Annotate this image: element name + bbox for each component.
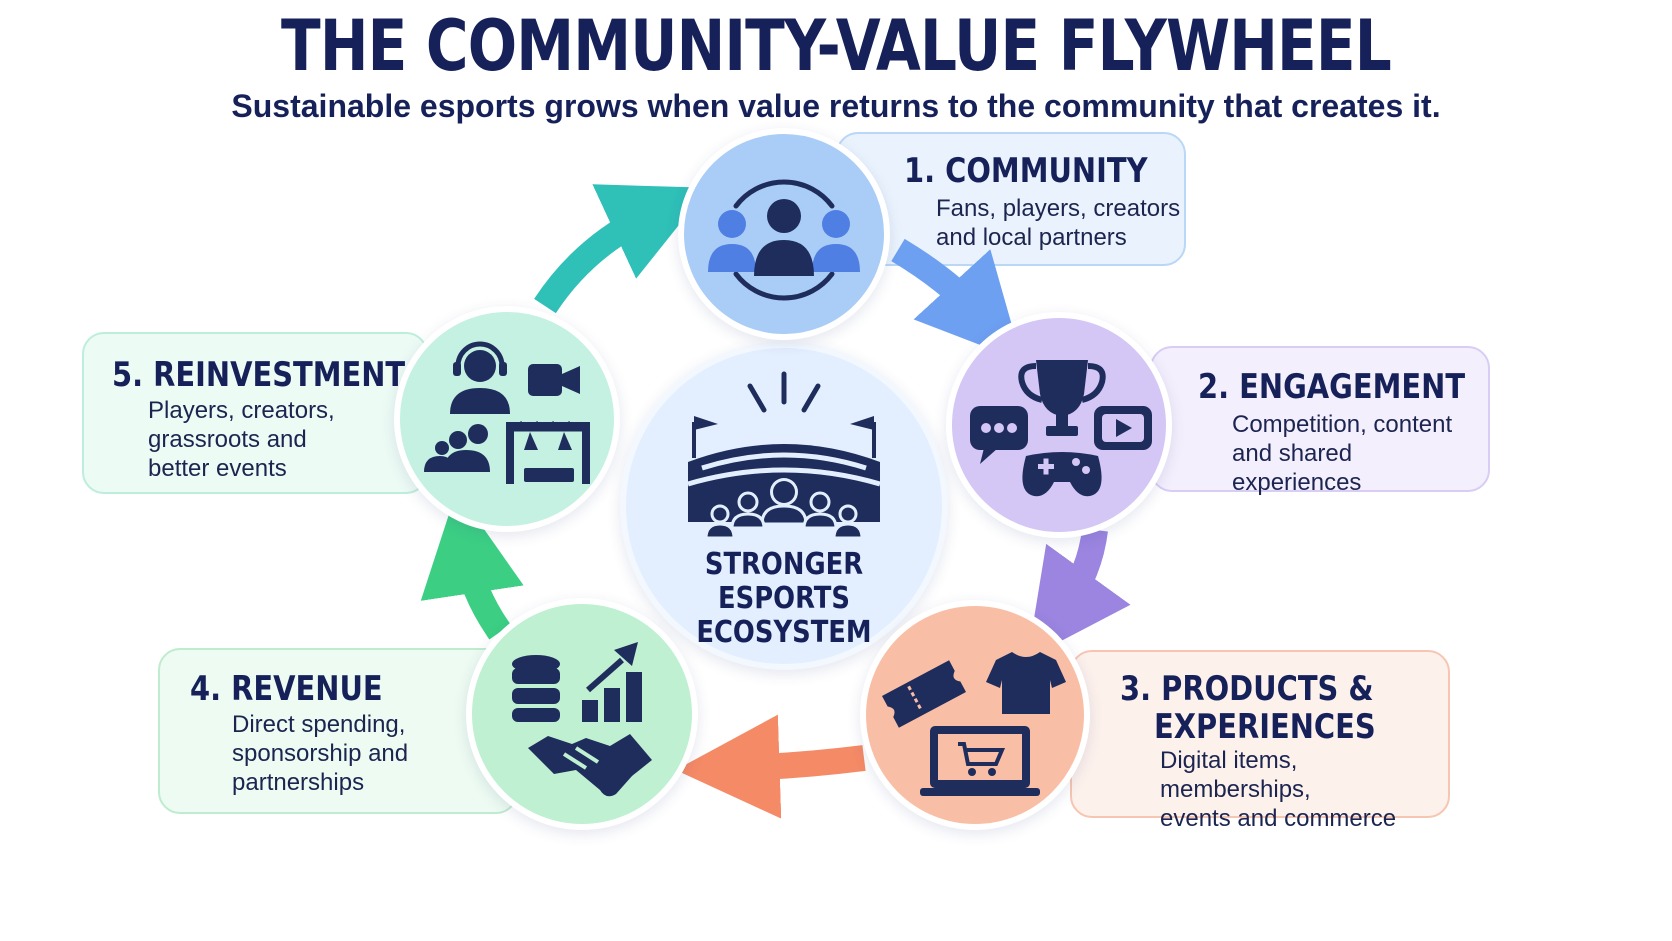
arrow-products-to-revenue	[675, 714, 866, 819]
arrow-reinvestment-to-community	[534, 184, 709, 314]
stage-description-products: Digital items, memberships, events and c…	[1160, 747, 1397, 832]
stage-description-reinvestment: Players, creators, grassroots and better…	[148, 397, 335, 482]
stage-title-engagement: 2. ENGAGEMENT	[1198, 367, 1466, 407]
page-title: THE COMMUNITY-VALUE FLYWHEEL	[281, 5, 1392, 87]
arrow-revenue-to-reinvestment	[420, 490, 524, 640]
ticket-shirt-cart-icon	[881, 652, 1066, 796]
stage-title-products: 3. PRODUCTS & EXPERIENCES	[1120, 669, 1376, 747]
community-people-icon	[708, 179, 860, 301]
stage-description-community: Fans, players, creators and local partne…	[936, 195, 1181, 251]
stage-title-reinvestment: 5. REINVESTMENT	[112, 355, 406, 395]
trophy-gamepad-icon	[970, 360, 1152, 497]
coins-chart-handshake-icon	[512, 642, 652, 797]
center-label: STRONGER ESPORTS ECOSYSTEM	[696, 547, 872, 650]
arrow-engagement-to-products	[1027, 528, 1131, 659]
stage-description-revenue: Direct spending, sponsorship and partner…	[232, 711, 409, 796]
stage-title-community: 1. COMMUNITY	[904, 151, 1148, 191]
stage-card-revenue: 4. REVENUE Direct spending, sponsorship …	[158, 648, 518, 814]
headset-camera-stage-icon	[424, 341, 590, 484]
stadium-crowd-icon	[687, 371, 881, 540]
stage-description-engagement: Competition, content and shared experien…	[1232, 411, 1453, 496]
arrow-community-to-engagement	[891, 238, 1023, 362]
stage-card-products: 3. PRODUCTS & EXPERIENCES Digital items,…	[1070, 650, 1450, 832]
page-subtitle: Sustainable esports grows when value ret…	[231, 88, 1441, 124]
stage-card-reinvestment: 5. REINVESTMENT Players, creators, grass…	[82, 332, 428, 494]
stage-card-community: 1. COMMUNITY Fans, players, creators and…	[836, 132, 1186, 266]
stage-circle-community	[678, 128, 890, 340]
stage-circle-reinvestment	[394, 306, 620, 532]
stage-card-engagement: 2. ENGAGEMENT Competition, content and s…	[1150, 346, 1490, 496]
stage-title-revenue: 4. REVENUE	[190, 669, 383, 709]
